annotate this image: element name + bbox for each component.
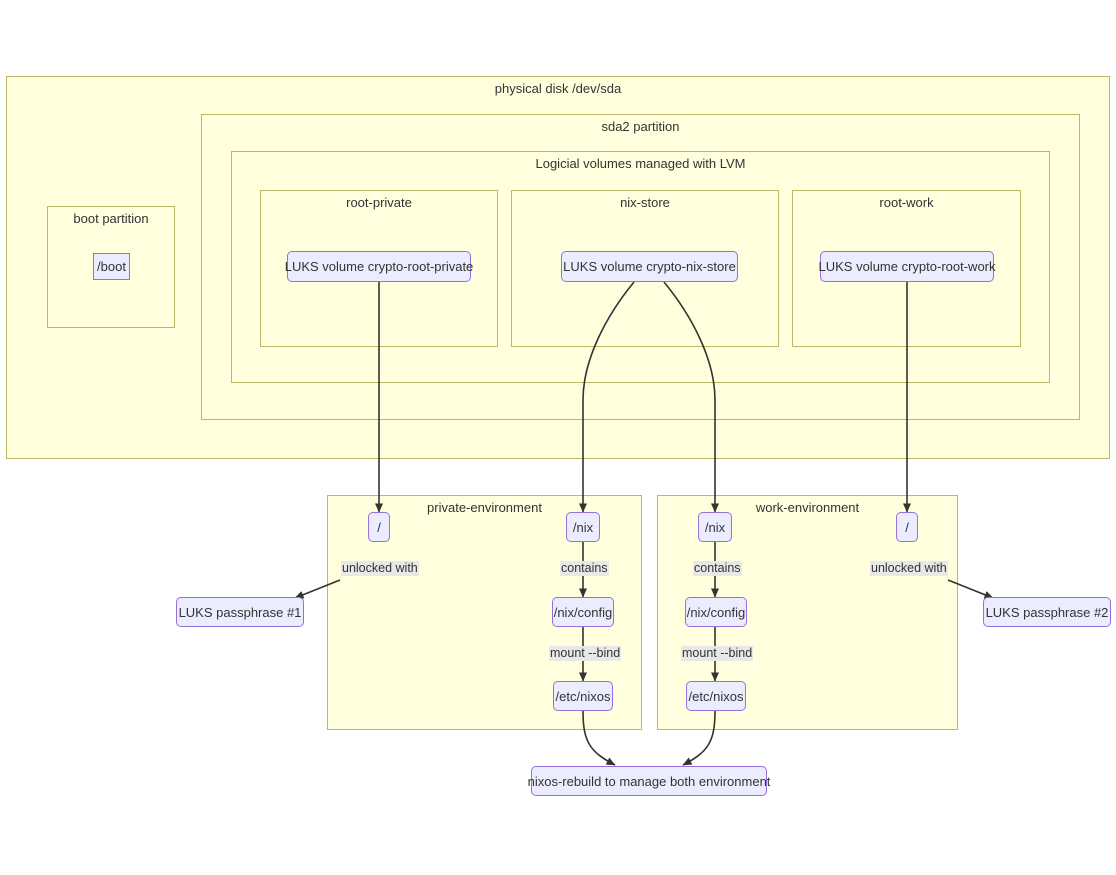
node-work-root[interactable]: /: [896, 512, 918, 542]
cluster-root-work-label: root-work: [879, 195, 934, 210]
cluster-physical-disk-label: physical disk /dev/sda: [494, 81, 622, 96]
node-work-etc-nixos[interactable]: /etc/nixos: [686, 681, 746, 711]
node-luks-crypto-root-work[interactable]: LUKS volume crypto-root-work: [818, 251, 996, 282]
cluster-boot-partition: boot partition: [47, 206, 175, 328]
cluster-boot-partition-label: boot partition: [73, 211, 149, 226]
node-private-etc-nixos[interactable]: /etc/nixos: [553, 681, 613, 711]
edge-label-work-unlocked-with: unlocked with: [870, 561, 948, 576]
node-work-root-label: /: [905, 519, 909, 535]
node-boot-label: /boot: [97, 259, 126, 274]
node-luks-crypto-root-work-label: LUKS volume crypto-root-work: [818, 259, 996, 274]
node-work-nix-config-label: /nix/config: [686, 604, 746, 620]
node-luks-passphrase-2-label: LUKS passphrase #2: [985, 604, 1109, 620]
node-luks-passphrase-2[interactable]: LUKS passphrase #2: [983, 597, 1111, 627]
node-boot[interactable]: /boot: [93, 253, 130, 280]
node-luks-crypto-nix-store[interactable]: LUKS volume crypto-nix-store: [561, 251, 738, 282]
node-luks-passphrase-1[interactable]: LUKS passphrase #1: [176, 597, 304, 627]
cluster-nix-store-label: nix-store: [620, 195, 670, 210]
edge-label-work-mount-bind: mount --bind: [681, 646, 754, 661]
node-private-nix[interactable]: /nix: [566, 512, 600, 542]
cluster-sda2-partition-label: sda2 partition: [601, 119, 680, 134]
node-nixos-rebuild[interactable]: nixos-rebuild to manage both environment: [528, 766, 770, 796]
node-private-root-label: /: [377, 519, 381, 535]
cluster-private-environment-label: private-environment: [427, 500, 542, 515]
node-luks-crypto-nix-store-label: LUKS volume crypto-nix-store: [563, 259, 736, 274]
edge-label-private-contains: contains: [560, 561, 609, 576]
cluster-root-private-label: root-private: [346, 195, 412, 210]
node-nixos-rebuild-label: nixos-rebuild to manage both environment: [527, 773, 771, 789]
node-private-etc-nixos-label: /etc/nixos: [555, 688, 611, 704]
cluster-work-environment-label: work-environment: [755, 500, 860, 515]
edge-label-private-unlocked-with: unlocked with: [341, 561, 419, 576]
node-private-nix-label: /nix: [572, 519, 594, 535]
node-work-etc-nixos-label: /etc/nixos: [688, 688, 744, 704]
edge-label-private-mount-bind: mount --bind: [549, 646, 622, 661]
node-private-nix-config-label: /nix/config: [553, 604, 613, 620]
node-work-nix-config[interactable]: /nix/config: [685, 597, 747, 627]
node-work-nix[interactable]: /nix: [698, 512, 732, 542]
node-private-root[interactable]: /: [368, 512, 390, 542]
node-luks-crypto-root-private-label: LUKS volume crypto-root-private: [284, 259, 474, 274]
cluster-lvm-label: Logicial volumes managed with LVM: [535, 156, 746, 171]
node-work-nix-label: /nix: [704, 519, 726, 535]
edge-label-work-contains: contains: [693, 561, 742, 576]
node-private-nix-config[interactable]: /nix/config: [552, 597, 614, 627]
node-luks-crypto-root-private[interactable]: LUKS volume crypto-root-private: [284, 251, 474, 282]
node-luks-passphrase-1-label: LUKS passphrase #1: [178, 604, 302, 620]
